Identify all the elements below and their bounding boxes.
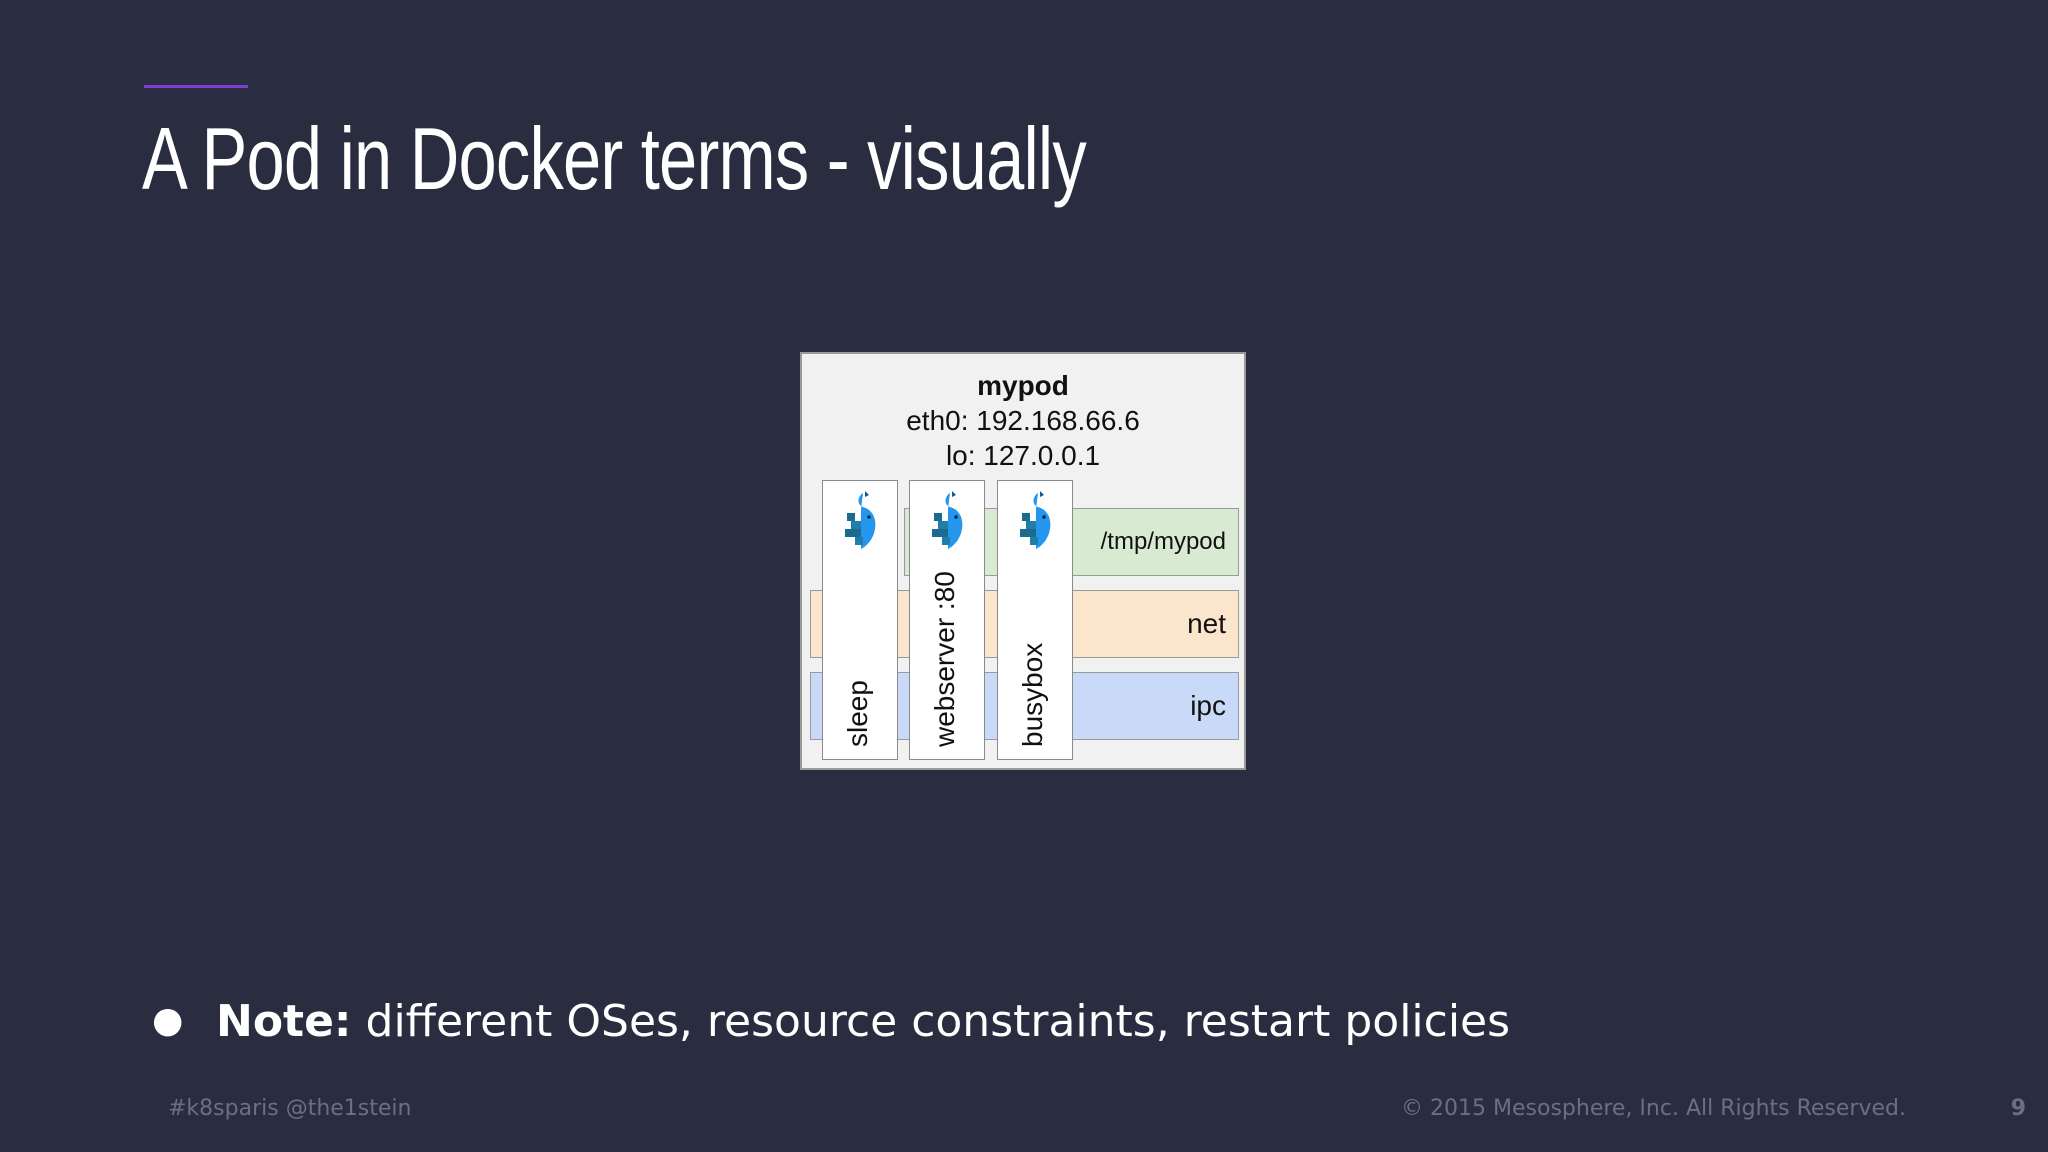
container-webserver: webserver :80 xyxy=(909,480,985,760)
pod-name: mypod xyxy=(977,370,1069,401)
volume-label: /tmp/mypod xyxy=(1100,528,1226,555)
docker-whale-icon xyxy=(932,491,963,549)
container-label: sleep xyxy=(842,680,873,747)
docker-whale-icon xyxy=(845,491,876,549)
net-label: net xyxy=(1187,608,1226,639)
slide-title: A Pod in Docker terms - visually xyxy=(142,109,1087,208)
pod-diagram: mypod eth0: 192.168.66.6 lo: 127.0.0.1 /… xyxy=(800,352,1246,770)
container-busybox: busybox xyxy=(997,480,1073,760)
footer-copyright: © 2015 Mesosphere, Inc. All Rights Reser… xyxy=(1401,1096,1906,1121)
bullet-dot-icon: ● xyxy=(152,1000,184,1041)
page-number: 9 xyxy=(2010,1096,2026,1121)
container-label: busybox xyxy=(1017,642,1048,747)
note-label: Note: xyxy=(216,996,352,1047)
title-accent-line xyxy=(144,85,248,88)
docker-whale-icon xyxy=(1020,491,1051,549)
pod-lo-address: lo: 127.0.0.1 xyxy=(945,440,1101,471)
pod-eth0-address: eth0: 192.168.66.6 xyxy=(906,405,1140,436)
container-label: webserver :80 xyxy=(929,571,960,747)
note-bullet: ● Note: different OSes, resource constrai… xyxy=(152,996,1510,1047)
note-text: different OSes, resource constraints, re… xyxy=(351,996,1511,1047)
ipc-label: ipc xyxy=(1190,690,1226,721)
container-sleep: sleep xyxy=(822,480,898,760)
footer-hashtag: #k8sparis @the1stein xyxy=(168,1096,412,1121)
